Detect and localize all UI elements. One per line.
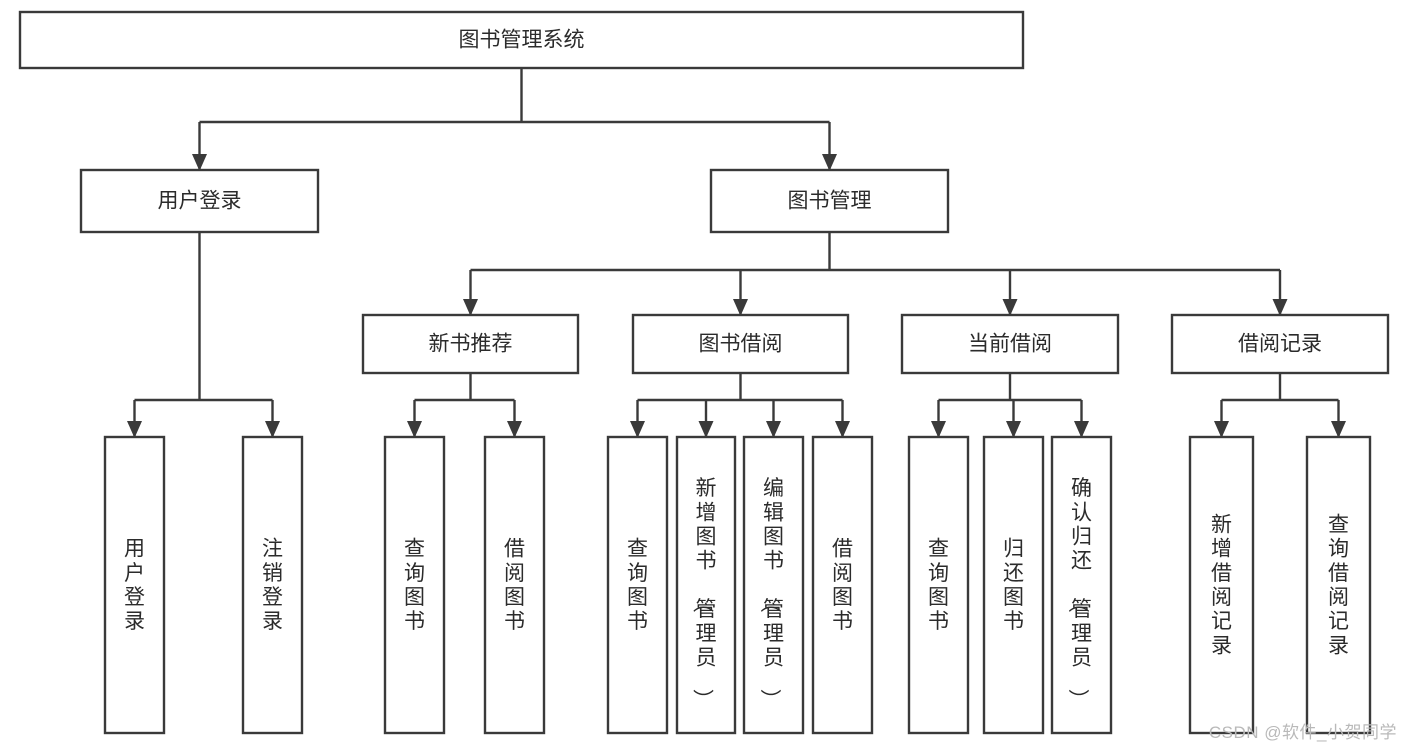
arrowhead-icon xyxy=(1006,421,1021,438)
node-box xyxy=(1305,435,1372,735)
node-box xyxy=(18,10,1025,70)
node-label: 编辑图书（管理员） xyxy=(758,477,784,710)
node-box xyxy=(811,435,874,735)
node-label: 查询图书 xyxy=(928,538,949,634)
arrowhead-icon xyxy=(698,421,714,438)
node-leaf-11[interactable]: 确认归还（管理员） xyxy=(1050,435,1113,735)
node-leaf-7[interactable]: 编辑图书（管理员） xyxy=(742,435,805,735)
node-box xyxy=(742,435,805,735)
arrowhead-icon xyxy=(1214,421,1229,438)
node-bookmgmt[interactable]: 图书管理 xyxy=(709,168,950,234)
node-label: 借阅图书 xyxy=(832,538,853,634)
node-box xyxy=(907,435,970,735)
arrowhead-icon xyxy=(630,421,645,438)
node-label: 当前借阅 xyxy=(968,333,1052,356)
node-label: 图书管理 xyxy=(788,190,872,213)
node-box xyxy=(675,435,737,735)
arrowhead-icon xyxy=(192,154,207,171)
node-leaf-4[interactable]: 借阅图书 xyxy=(483,435,546,735)
node-box xyxy=(241,435,304,735)
node-label: 用户登录 xyxy=(158,190,242,213)
arrowhead-icon xyxy=(766,421,781,438)
node-borrow[interactable]: 图书借阅 xyxy=(631,313,850,375)
node-current[interactable]: 当前借阅 xyxy=(900,313,1120,375)
node-leaf-8[interactable]: 借阅图书 xyxy=(811,435,874,735)
node-label: 确认归还（管理员） xyxy=(1066,477,1092,710)
node-box xyxy=(1170,313,1390,375)
arrowhead-icon xyxy=(463,299,478,316)
arrowhead-icon xyxy=(127,421,142,438)
node-leaf-13[interactable]: 查询借阅记录 xyxy=(1305,435,1372,735)
node-leaf-3[interactable]: 查询图书 xyxy=(383,435,446,735)
node-label: 查询图书 xyxy=(627,538,648,634)
node-box xyxy=(709,168,950,234)
node-box xyxy=(1050,435,1113,735)
arrowhead-icon xyxy=(822,154,837,171)
node-box xyxy=(982,435,1045,735)
node-leaf-10[interactable]: 归还图书 xyxy=(982,435,1045,735)
arrowhead-icon xyxy=(1331,421,1346,438)
node-box xyxy=(383,435,446,735)
node-leaf-12[interactable]: 新增借阅记录 xyxy=(1188,435,1255,735)
arrowhead-icon xyxy=(507,421,522,438)
node-label: 查询借阅记录 xyxy=(1328,513,1349,657)
node-box xyxy=(606,435,669,735)
node-box xyxy=(900,313,1120,375)
nodes-layer: 图书管理系统用户登录图书管理新书推荐图书借阅当前借阅借阅记录用户登录注销登录查询… xyxy=(18,10,1390,735)
arrowhead-icon xyxy=(733,299,748,316)
node-label: 新书推荐 xyxy=(429,333,513,356)
arrowhead-icon xyxy=(835,421,850,438)
node-leaf-6[interactable]: 新增图书（管理员） xyxy=(675,435,737,735)
node-login[interactable]: 用户登录 xyxy=(79,168,320,234)
node-records[interactable]: 借阅记录 xyxy=(1170,313,1390,375)
node-root[interactable]: 图书管理系统 xyxy=(18,10,1025,70)
node-label: 新增图书（管理员） xyxy=(691,477,717,710)
node-leaf-1[interactable]: 用户登录 xyxy=(103,435,166,735)
node-box xyxy=(483,435,546,735)
arrowhead-icon xyxy=(1074,421,1089,438)
node-label: 归还图书 xyxy=(1003,538,1024,634)
node-newbook[interactable]: 新书推荐 xyxy=(361,313,580,375)
node-leaf-2[interactable]: 注销登录 xyxy=(241,435,304,735)
node-label: 查询图书 xyxy=(404,538,425,634)
connector-lines-layer xyxy=(127,68,1346,438)
node-box xyxy=(79,168,320,234)
arrowhead-icon xyxy=(1002,299,1018,316)
node-box xyxy=(103,435,166,735)
node-label: 注销登录 xyxy=(262,538,283,634)
node-leaf-5[interactable]: 查询图书 xyxy=(606,435,669,735)
arrowhead-icon xyxy=(931,421,946,438)
node-leaf-9[interactable]: 查询图书 xyxy=(907,435,970,735)
arrowhead-icon xyxy=(407,421,422,438)
node-label: 新增借阅记录 xyxy=(1211,513,1232,657)
arrowhead-icon xyxy=(265,421,280,438)
node-label: 图书管理系统 xyxy=(459,29,585,52)
node-box xyxy=(1188,435,1255,735)
node-label: 图书借阅 xyxy=(699,333,783,356)
node-box xyxy=(631,313,850,375)
node-label: 借阅记录 xyxy=(1238,333,1322,356)
node-label: 用户登录 xyxy=(124,538,145,634)
node-label: 借阅图书 xyxy=(504,538,525,634)
arrowhead-icon xyxy=(1272,299,1288,316)
node-box xyxy=(361,313,580,375)
